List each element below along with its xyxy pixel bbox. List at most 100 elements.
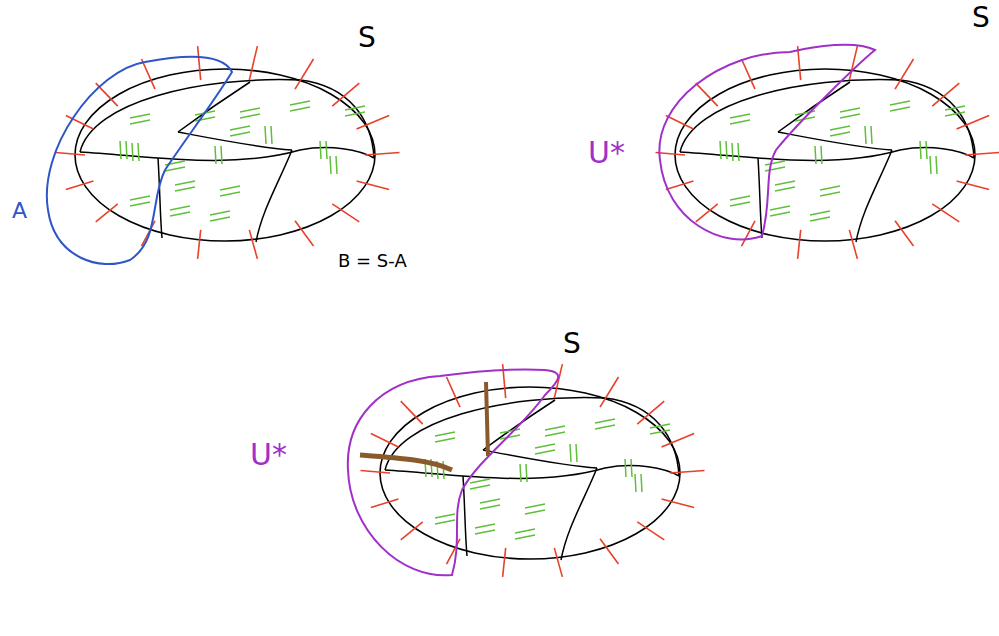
green-tick bbox=[345, 112, 365, 116]
red-tick bbox=[56, 153, 86, 156]
green-tick bbox=[821, 146, 822, 164]
green-tick bbox=[732, 143, 733, 161]
green-tick bbox=[130, 120, 150, 124]
green-tick bbox=[175, 181, 195, 185]
red-tick bbox=[332, 83, 359, 106]
red-tick bbox=[849, 230, 857, 259]
green-tick bbox=[810, 217, 830, 221]
green-tick bbox=[720, 141, 721, 159]
red-tick bbox=[849, 46, 857, 80]
red-tick bbox=[198, 230, 201, 259]
surface-curve bbox=[680, 80, 974, 158]
green-tick bbox=[770, 206, 790, 210]
surface-curve bbox=[483, 450, 597, 468]
surface-curve bbox=[758, 158, 762, 238]
green-tick bbox=[240, 114, 260, 118]
green-tick bbox=[930, 156, 931, 174]
green-tick bbox=[130, 196, 150, 200]
surface-outline bbox=[675, 69, 975, 241]
green-tick bbox=[730, 114, 750, 118]
green-tick bbox=[595, 425, 615, 429]
green-tick bbox=[738, 143, 739, 161]
green-tick bbox=[130, 114, 150, 118]
green-tick bbox=[290, 107, 310, 111]
surface-curve bbox=[856, 150, 892, 242]
green-tick bbox=[435, 438, 455, 442]
red-tick bbox=[361, 471, 391, 474]
surface-outline bbox=[75, 69, 375, 241]
green-tick bbox=[480, 505, 500, 509]
green-tick bbox=[535, 450, 555, 454]
red-tick bbox=[447, 377, 461, 407]
green-tick bbox=[220, 192, 240, 196]
set-name: U* bbox=[250, 440, 287, 470]
red-tick bbox=[666, 116, 694, 129]
green-tick bbox=[570, 444, 571, 462]
green-tick bbox=[210, 217, 230, 221]
green-tick bbox=[443, 461, 444, 479]
green-tick bbox=[936, 156, 937, 174]
set-name: U* bbox=[588, 138, 625, 168]
region-a-curve bbox=[47, 57, 232, 264]
red-tick bbox=[447, 539, 461, 564]
green-tick bbox=[290, 101, 310, 105]
red-tick bbox=[696, 204, 718, 222]
green-tick bbox=[920, 141, 921, 159]
green-tick bbox=[520, 464, 521, 482]
green-tick bbox=[830, 132, 850, 136]
green-tick bbox=[120, 141, 121, 159]
green-tick bbox=[595, 419, 615, 423]
green-tick bbox=[576, 444, 577, 462]
red-tick bbox=[198, 46, 201, 80]
red-tick bbox=[295, 221, 314, 246]
green-tick bbox=[470, 479, 490, 483]
surface-curve bbox=[178, 132, 292, 150]
green-tick bbox=[730, 202, 750, 206]
green-tick bbox=[470, 485, 490, 489]
green-tick bbox=[775, 181, 795, 185]
red-tick bbox=[662, 434, 695, 447]
green-tick bbox=[765, 167, 785, 171]
green-tick bbox=[500, 429, 520, 433]
red-tick bbox=[554, 364, 562, 398]
red-tick bbox=[798, 46, 801, 80]
green-tick bbox=[210, 211, 230, 215]
green-tick bbox=[945, 112, 965, 116]
red-tick bbox=[365, 153, 400, 156]
green-tick bbox=[840, 114, 860, 118]
red-tick bbox=[600, 377, 619, 407]
green-tick bbox=[890, 107, 910, 111]
red-tick bbox=[371, 434, 399, 447]
red-tick bbox=[503, 548, 506, 577]
green-tick bbox=[230, 132, 250, 136]
green-tick bbox=[625, 459, 626, 477]
green-tick bbox=[515, 535, 535, 539]
green-tick bbox=[820, 192, 840, 196]
green-tick bbox=[641, 474, 642, 492]
green-tick bbox=[130, 202, 150, 206]
green-tick bbox=[535, 444, 555, 448]
brown-segment bbox=[486, 382, 488, 456]
green-tick bbox=[730, 196, 750, 200]
brown-segment bbox=[360, 455, 452, 470]
green-tick bbox=[126, 141, 127, 159]
region-name: A bbox=[12, 200, 27, 222]
green-tick bbox=[132, 143, 133, 161]
green-tick bbox=[635, 474, 636, 492]
surface-name: S bbox=[563, 330, 581, 358]
green-tick bbox=[326, 141, 327, 159]
green-tick bbox=[138, 143, 139, 161]
red-tick bbox=[666, 181, 694, 189]
green-tick bbox=[945, 106, 965, 110]
red-tick bbox=[142, 221, 156, 246]
red-tick bbox=[957, 116, 990, 129]
red-tick bbox=[662, 499, 695, 507]
green-tick bbox=[545, 432, 565, 436]
green-tick bbox=[221, 146, 222, 164]
green-tick bbox=[765, 161, 785, 165]
green-tick bbox=[175, 187, 195, 191]
red-tick bbox=[249, 46, 257, 80]
green-tick bbox=[926, 141, 927, 159]
green-tick bbox=[195, 117, 215, 121]
green-tick bbox=[775, 187, 795, 191]
